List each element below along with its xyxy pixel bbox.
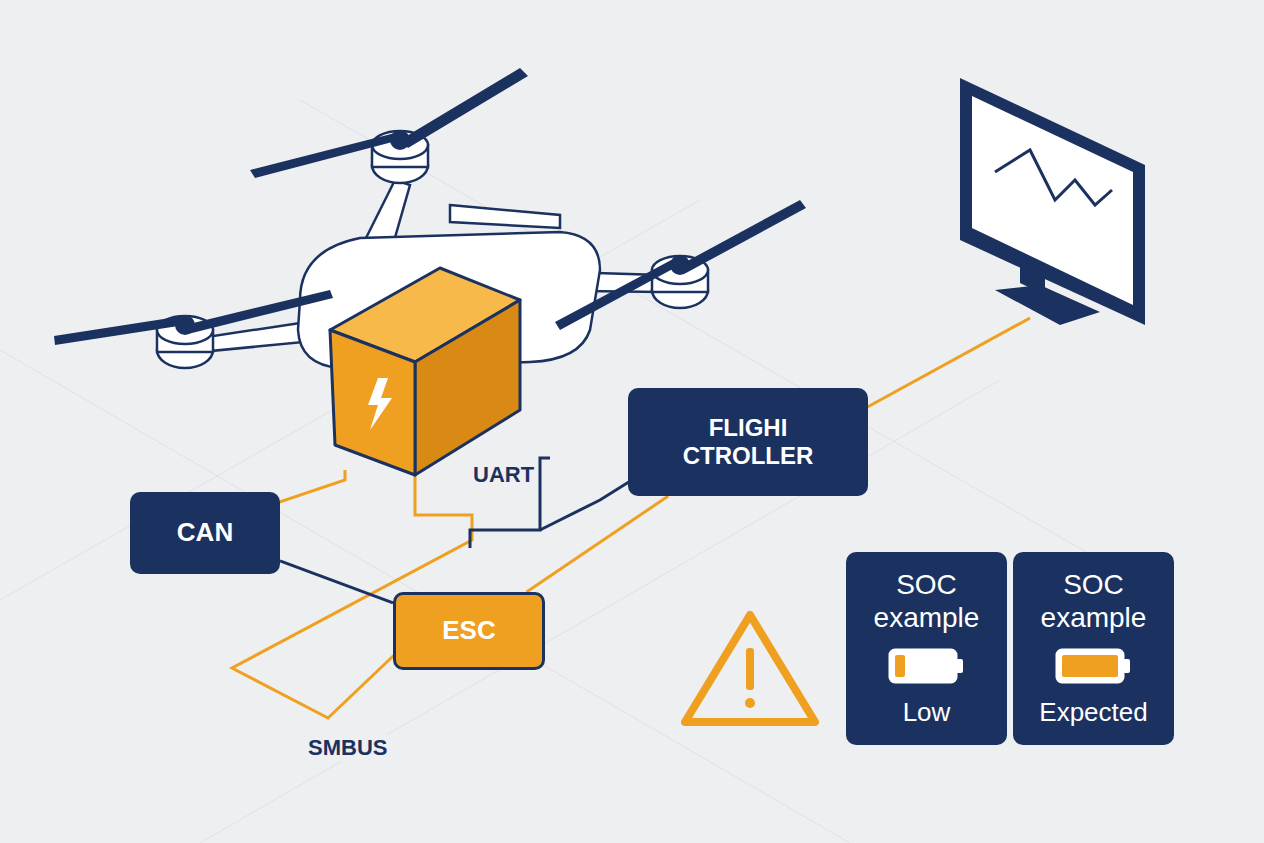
box-label: SOC example: [1024, 569, 1164, 633]
soc-panel: SOC exampleExpected: [1013, 552, 1174, 745]
bus-label: UART: [470, 462, 537, 488]
bus-wire: [280, 561, 393, 603]
box-label: ESC: [442, 616, 495, 646]
box-label: CAN: [177, 518, 233, 548]
soc-panel: SOC exampleLow: [846, 552, 1007, 745]
box-label: SOC example: [857, 569, 997, 633]
bus-label: SMBUS: [305, 735, 390, 761]
battery-icon: [887, 644, 967, 688]
soc-state: Low: [903, 698, 951, 728]
component-box: CAN: [130, 492, 280, 574]
bus-wire: [527, 496, 669, 592]
soc-state: Expected: [1039, 698, 1147, 728]
battery-icon: [1054, 644, 1134, 688]
component-box: ESC: [393, 592, 545, 670]
box-label: FLIGHI CTROLLER: [648, 414, 848, 469]
component-box: FLIGHI CTROLLER: [628, 388, 868, 496]
